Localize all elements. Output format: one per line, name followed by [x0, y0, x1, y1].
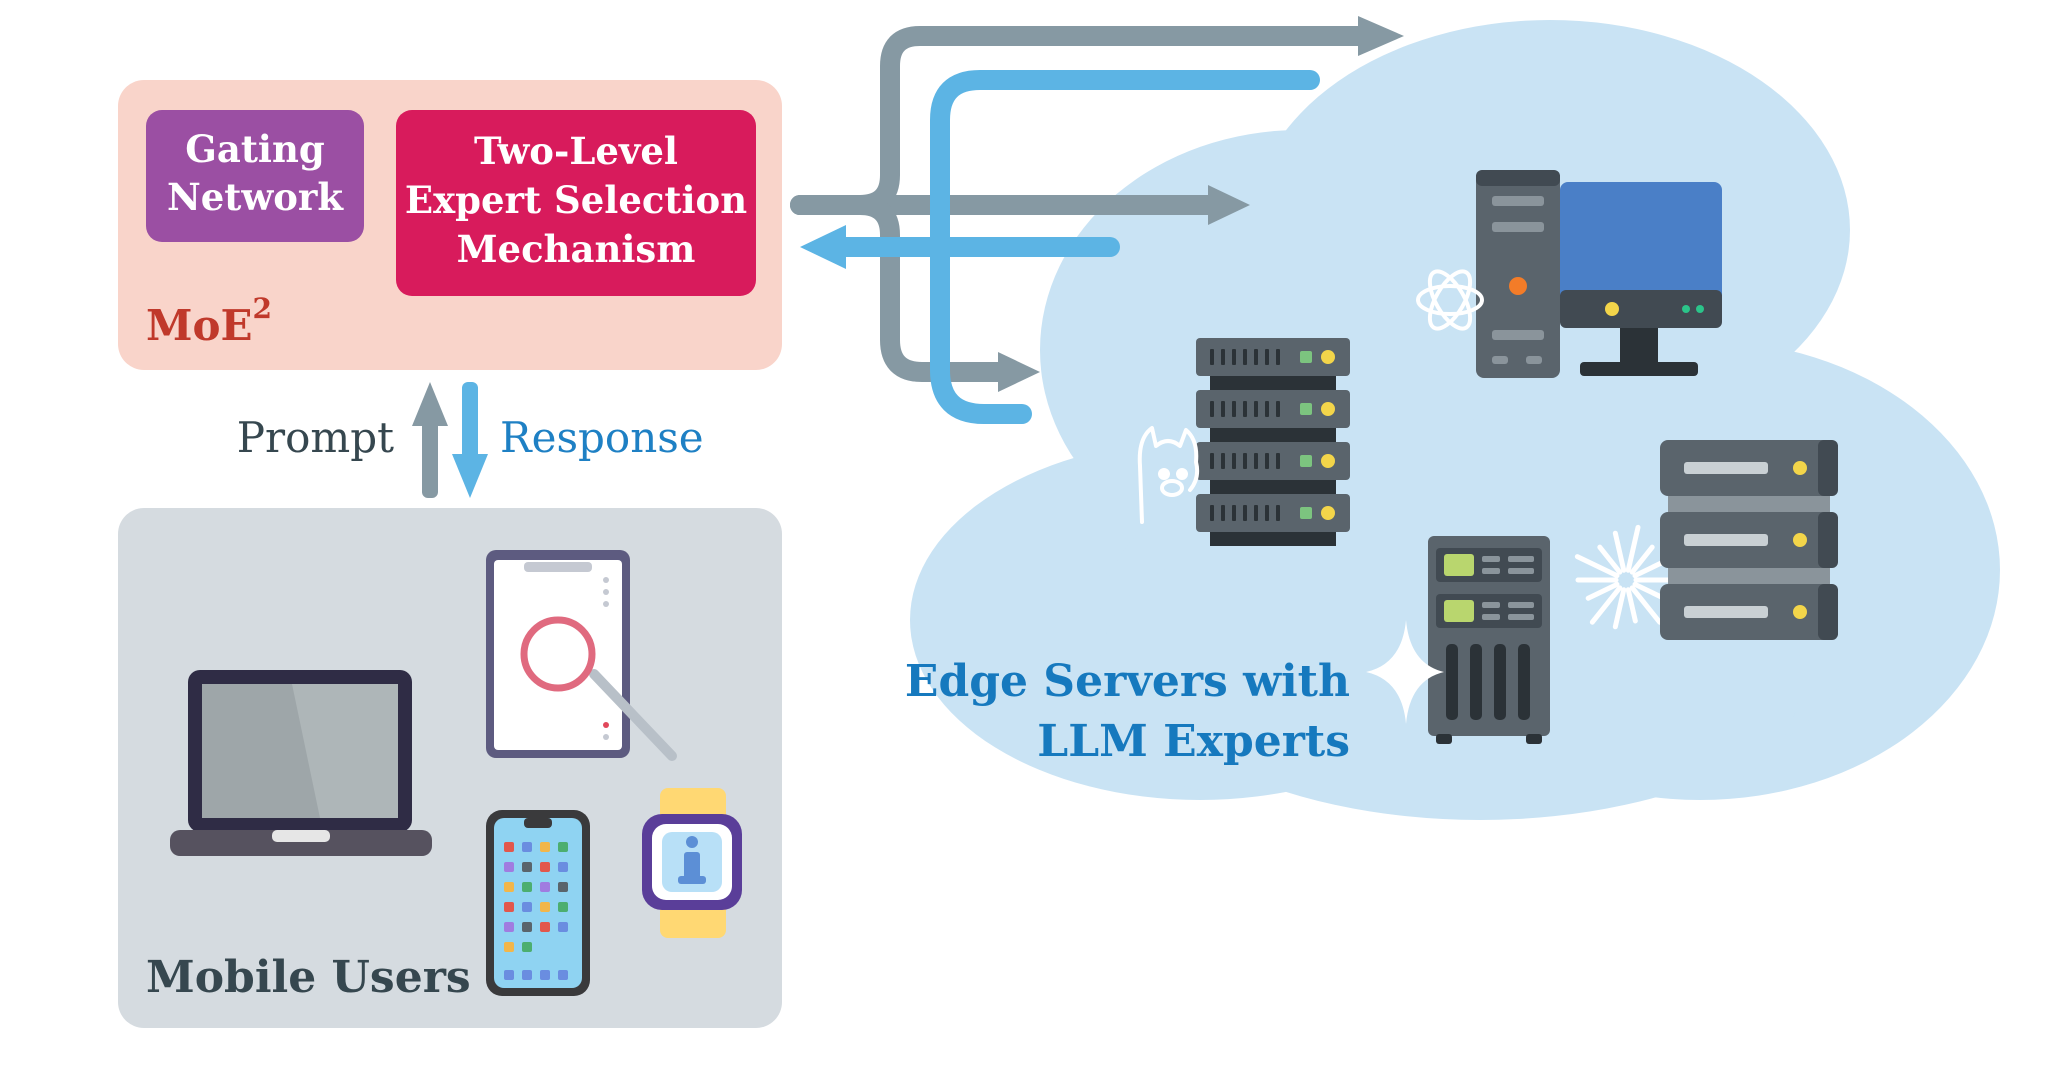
moe-title-main: MoE: [146, 301, 253, 350]
mobile-users-title: Mobile Users: [146, 952, 471, 1003]
smartphone-icon: [486, 810, 590, 996]
arrowhead-middle: [1208, 185, 1250, 225]
gating-network-box: [146, 110, 364, 242]
openai-logo-icon: [1416, 269, 1484, 331]
rack-server-icon: [1196, 338, 1350, 546]
expert-selection-box: [396, 110, 756, 296]
expert-selection-label-3: Mechanism: [457, 227, 696, 271]
storage-server-icon: [1660, 440, 1838, 640]
moe-title: MoE2: [146, 292, 272, 350]
gating-network-label-1: Gating: [185, 127, 325, 171]
response-arrow: [452, 382, 488, 498]
response-label: Response: [500, 413, 704, 462]
prompt-arrow: [412, 382, 448, 498]
desktop-pc-icon: [1476, 170, 1722, 378]
arrowhead-top: [1358, 16, 1404, 56]
edge-title-line2: LLM Experts: [1037, 716, 1350, 767]
gating-network-label-2: Network: [167, 175, 344, 219]
claude-logo-icon: [1574, 524, 1672, 630]
prompt-label: Prompt: [237, 413, 394, 462]
sparkle-icon: [1366, 620, 1444, 724]
laptop-icon: [170, 670, 432, 856]
smartwatch-info-icon: [642, 788, 742, 938]
expert-selection-label-1: Two-Level: [474, 129, 678, 173]
tower-server-icon: [1428, 536, 1550, 744]
dispatch-arrows: [790, 26, 1370, 424]
tablet-search-icon: [486, 550, 677, 761]
arrowhead-bottom: [998, 352, 1040, 392]
llama-logo-icon: [1137, 426, 1200, 524]
edge-title-line1: Edge Servers with: [905, 656, 1350, 707]
expert-selection-label-2: Expert Selection: [405, 178, 747, 222]
moe-title-superscript: 2: [253, 292, 272, 325]
arrowhead-return: [800, 225, 846, 269]
